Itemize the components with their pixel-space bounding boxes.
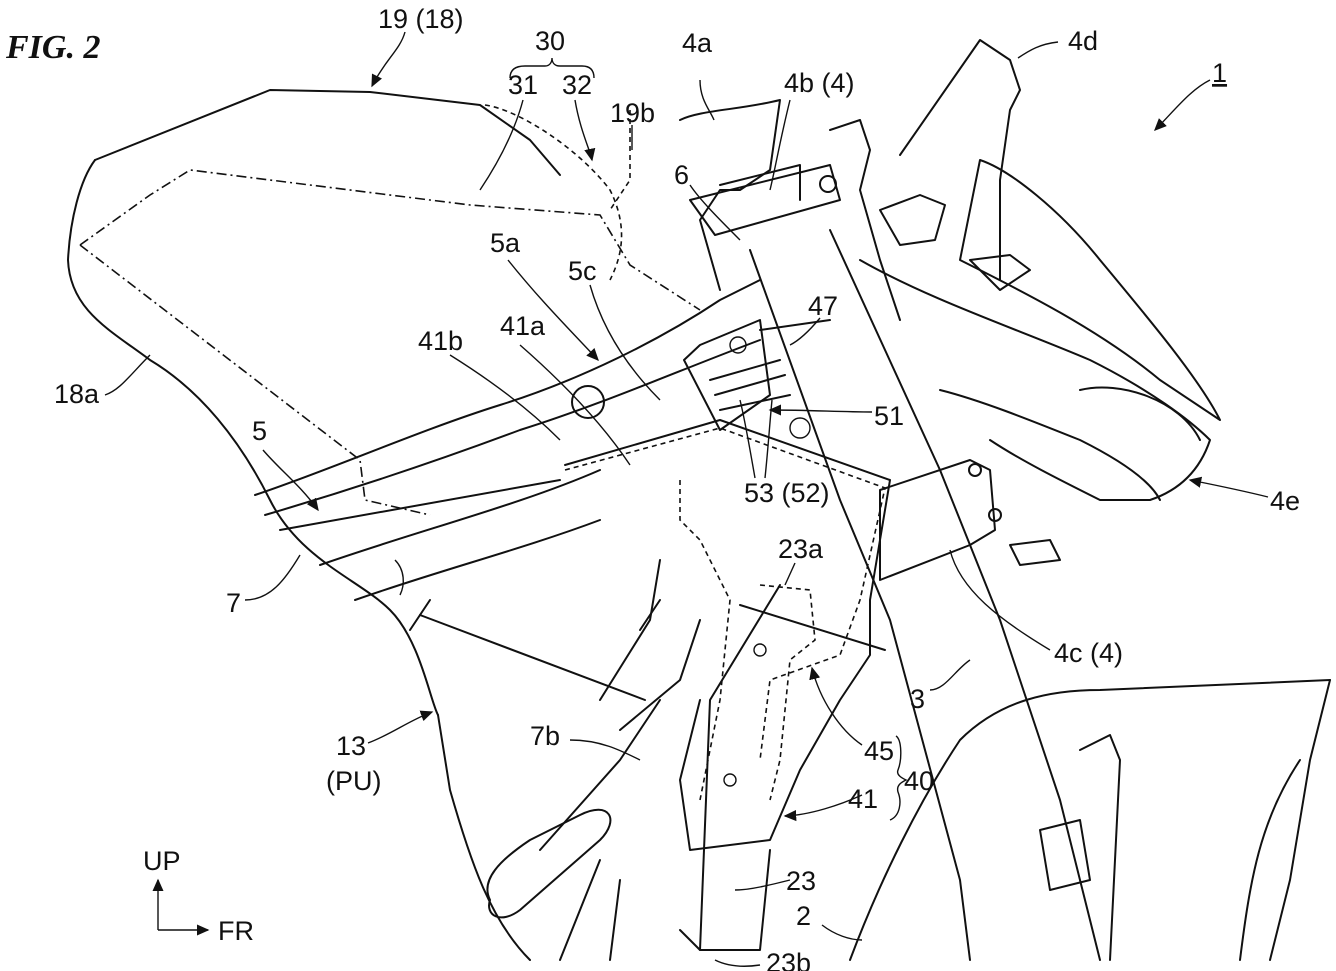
label-47: 47 xyxy=(808,291,838,321)
front-cowl xyxy=(859,39,1221,501)
label-30: 30 xyxy=(535,26,565,56)
label-31: 31 xyxy=(508,70,538,100)
front-fender xyxy=(849,679,1331,961)
label-41: 41 xyxy=(848,784,878,814)
label-5: 5 xyxy=(252,416,267,446)
label-41b: 41b xyxy=(418,326,463,356)
label-pu: (PU) xyxy=(326,766,382,796)
label-4c-4: 4c (4) xyxy=(1054,638,1123,668)
label-6: 6 xyxy=(674,160,689,190)
louver-51 xyxy=(683,319,811,439)
label-4b-4: 4b (4) xyxy=(784,68,855,98)
label-19b: 19b xyxy=(610,98,655,128)
label-2: 2 xyxy=(796,901,811,931)
label-45: 45 xyxy=(864,736,894,766)
label-13: 13 xyxy=(336,731,366,761)
leader-lines xyxy=(104,31,1269,967)
label-7b: 7b xyxy=(530,721,560,751)
label-51: 51 xyxy=(874,401,904,431)
bracket-4c xyxy=(879,459,1061,581)
label-32: 32 xyxy=(562,70,592,100)
label-4a: 4a xyxy=(682,28,713,58)
axis-up-label: UP xyxy=(143,846,181,876)
label-4d: 4d xyxy=(1068,26,1098,56)
label-23a: 23a xyxy=(778,534,824,564)
orientation-axes xyxy=(152,878,210,936)
label-3: 3 xyxy=(910,684,925,714)
figure-title: FIG. 2 xyxy=(5,29,100,66)
label-5a: 5a xyxy=(490,228,521,258)
air-duct xyxy=(564,419,891,951)
bracket-30 xyxy=(509,57,595,79)
label-5c: 5c xyxy=(568,256,597,286)
fuel-tank-outline xyxy=(67,89,701,716)
axis-front-label: FR xyxy=(218,916,254,946)
label-19-18: 19 (18) xyxy=(378,4,464,34)
main-frame xyxy=(254,279,761,701)
label-40: 40 xyxy=(904,766,934,796)
label-7: 7 xyxy=(226,588,241,618)
bracket-40 xyxy=(889,735,908,821)
label-53-52: 53 (52) xyxy=(744,478,830,508)
label-18a: 18a xyxy=(54,379,100,409)
label-41a: 41a xyxy=(500,311,546,341)
lower-frame xyxy=(437,559,701,961)
vehicle-ref-label: 1 xyxy=(1212,58,1227,88)
label-23: 23 xyxy=(786,866,816,896)
head-pipe xyxy=(679,99,1101,961)
label-23b: 23b xyxy=(766,948,811,971)
label-4e: 4e xyxy=(1270,486,1300,516)
